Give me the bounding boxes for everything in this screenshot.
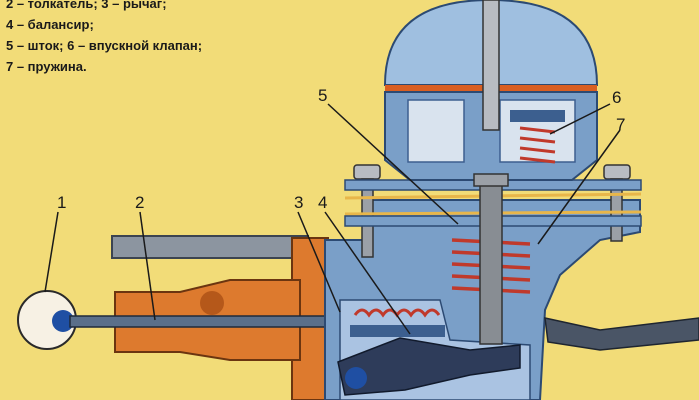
legend-line: 2 – толкатель; 3 – рычаг; bbox=[6, 0, 167, 11]
callout-5: 5 bbox=[318, 86, 328, 105]
legend: 2 – толкатель; 3 – рычаг; 4 – балансир; … bbox=[6, 0, 306, 77]
leader-7 bbox=[537, 129, 621, 245]
lever bbox=[337, 337, 521, 396]
leader-lines bbox=[44, 103, 621, 335]
leader-6 bbox=[549, 103, 611, 135]
leader-3 bbox=[297, 211, 341, 313]
callout-1: 1 bbox=[57, 193, 67, 212]
top-screw bbox=[482, 0, 500, 131]
legend-line: 5 – шток; 6 – впускной клапан; bbox=[6, 38, 203, 53]
inner-chamber-left bbox=[407, 99, 465, 163]
leader-2 bbox=[139, 211, 156, 321]
callout-4: 4 bbox=[318, 193, 328, 212]
inlet-valve-seat bbox=[510, 110, 565, 122]
leader-4 bbox=[324, 211, 411, 335]
legend-line: 7 – пружина. bbox=[6, 59, 87, 74]
callout-3: 3 bbox=[294, 193, 304, 212]
inlet-valve-spring bbox=[519, 126, 556, 164]
stem bbox=[479, 177, 503, 345]
pushrod bbox=[69, 315, 343, 328]
callout-6: 6 bbox=[612, 88, 622, 107]
legend-line: 4 – балансир; bbox=[6, 17, 94, 32]
callout-2: 2 bbox=[135, 193, 145, 212]
right-screw bbox=[603, 164, 631, 242]
left-tube bbox=[111, 235, 309, 259]
eccentric-dot bbox=[52, 310, 74, 332]
outlet-pipe bbox=[544, 317, 699, 351]
callout-7: 7 bbox=[616, 115, 626, 134]
leader-5 bbox=[327, 103, 459, 225]
balancer bbox=[350, 325, 445, 337]
stem-head bbox=[473, 173, 509, 187]
leader-1 bbox=[44, 211, 59, 293]
guide-notch bbox=[200, 291, 224, 315]
lever-pivot bbox=[345, 367, 367, 389]
